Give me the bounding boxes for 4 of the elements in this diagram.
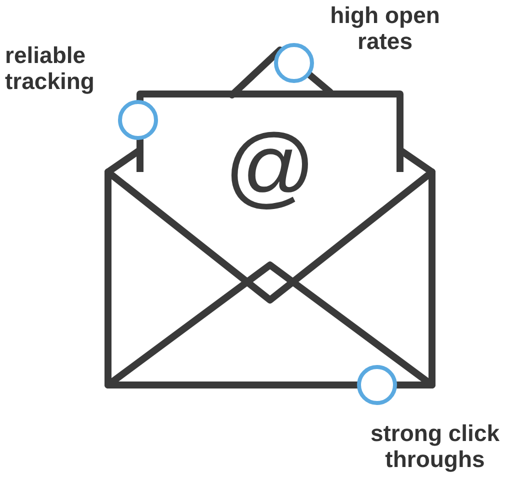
callout-label: reliable tracking <box>5 42 96 94</box>
callout-label: strong click throughs <box>369 420 501 472</box>
callout-label: high open rates <box>329 2 441 54</box>
at-sign: @ <box>223 118 317 216</box>
